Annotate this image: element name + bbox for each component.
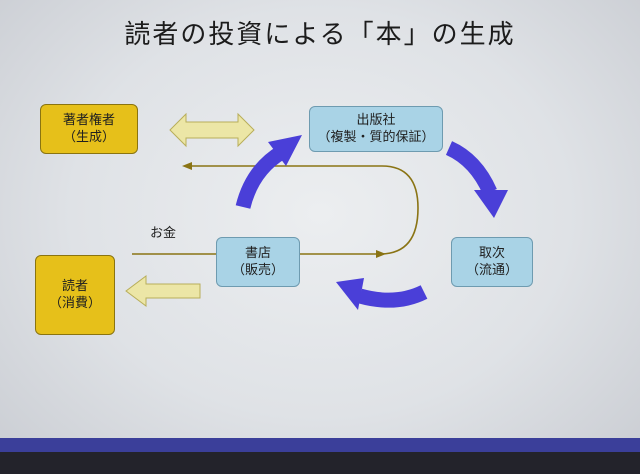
node-distributor-line2: （流通） — [465, 263, 518, 278]
node-distributor: 取次 （流通） — [451, 237, 533, 287]
cycle-arrowhead-to-publisher — [268, 135, 302, 166]
node-author-line2: （生成） — [62, 130, 115, 145]
money-flow-line — [132, 165, 419, 255]
cycle-arrow-bookstore-to-publisher — [235, 145, 287, 209]
screen-bottom-edge — [0, 452, 640, 474]
cycle-arrow-publisher-to-distributor — [445, 141, 497, 196]
node-reader-line1: 読者 — [61, 279, 88, 294]
node-author-line1: 著者権者 — [62, 113, 115, 128]
money-label: お金 — [150, 226, 177, 241]
author-publisher-double-arrow — [169, 112, 255, 148]
money-flow-arrowhead-bottom — [376, 250, 386, 258]
node-author: 著者権者 （生成） — [40, 104, 138, 154]
bookstore-reader-arrow — [125, 275, 201, 307]
cycle-arrowhead-to-bookstore — [336, 278, 364, 310]
slide-bottom-bar — [0, 438, 640, 452]
money-flow-arrowhead-top — [182, 162, 192, 170]
node-publisher-line1: 出版社 — [356, 113, 396, 128]
slide-title: 読者の投資による「本」の生成 — [124, 20, 516, 50]
cycle-arrowhead-to-distributor — [474, 190, 508, 218]
node-publisher: 出版社 （複製・質的保証） — [309, 106, 443, 152]
cycle-arrow-distributor-to-bookstore — [357, 285, 428, 308]
node-bookstore: 書店 （販売） — [216, 237, 300, 287]
node-reader: 読者 （消費） — [35, 255, 115, 335]
node-bookstore-line2: （販売） — [231, 263, 284, 278]
node-reader-line2: （消費） — [48, 296, 101, 311]
node-distributor-line1: 取次 — [478, 246, 505, 261]
node-publisher-line2: （複製・質的保証） — [317, 130, 435, 145]
node-bookstore-line1: 書店 — [244, 246, 271, 261]
